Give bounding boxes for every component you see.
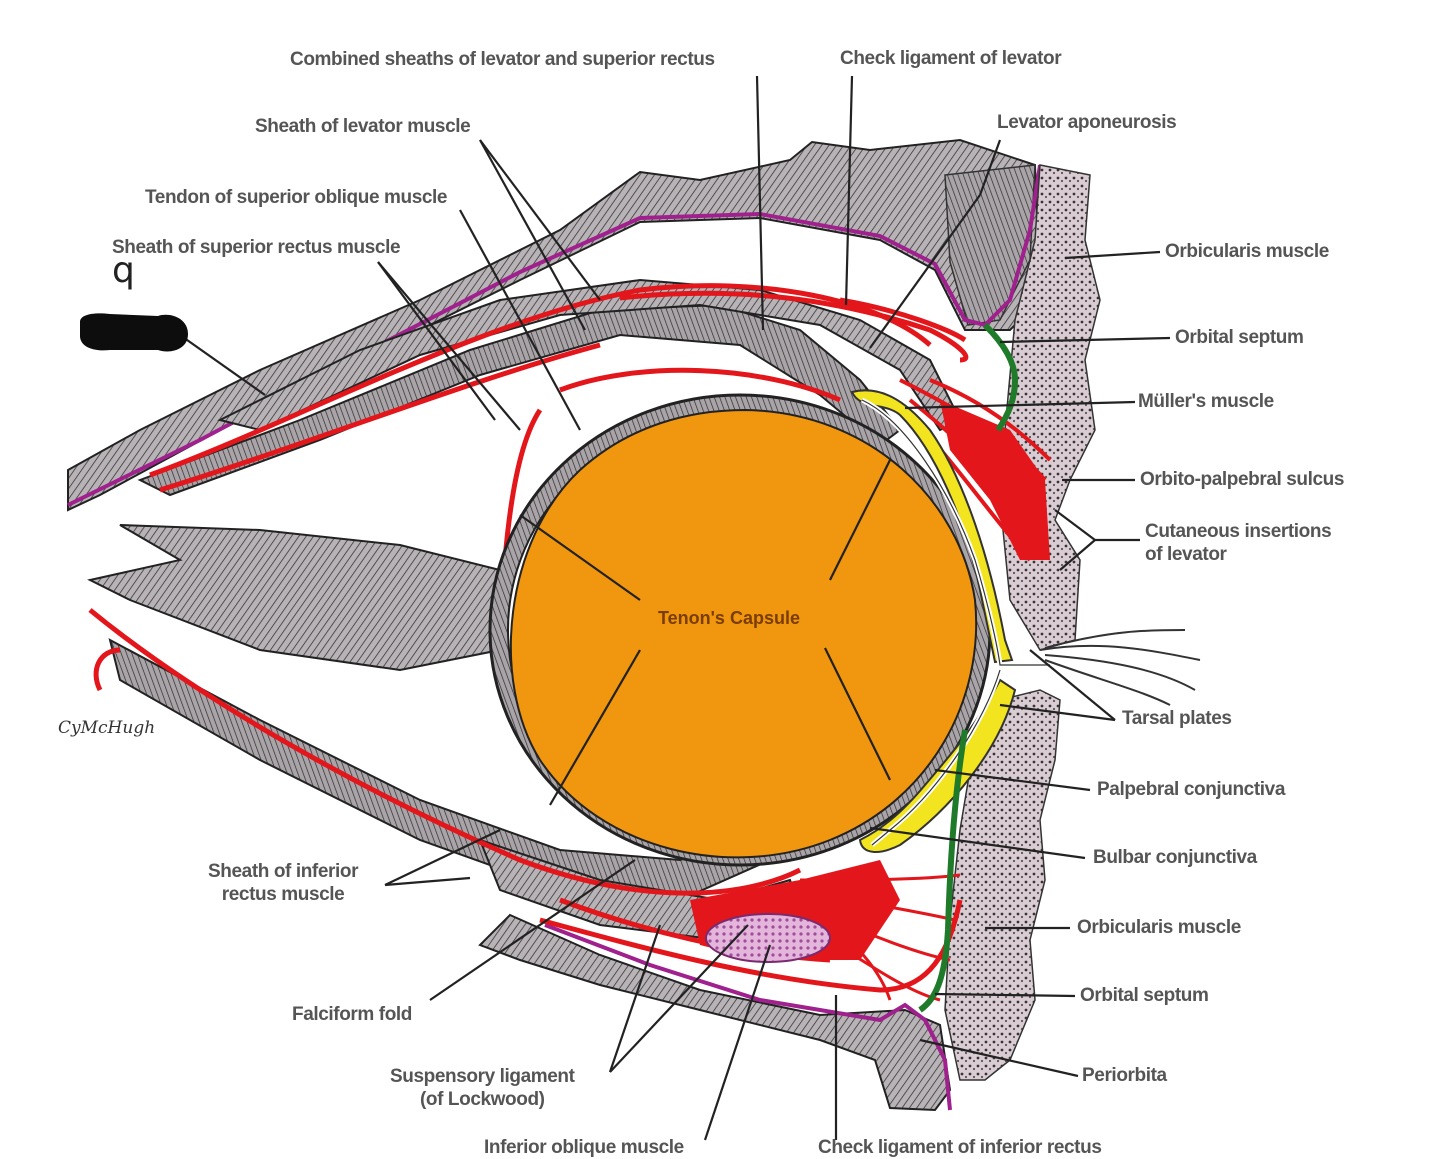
- label-orbicularis-upper: Orbicularis muscle: [1165, 241, 1329, 262]
- label-suspensory-ligament: Suspensory ligament (of Lockwood): [390, 1066, 575, 1110]
- upper-orbital-septum-green: [982, 322, 1019, 432]
- label-bulbar-conjunctiva: Bulbar conjunctiva: [1093, 847, 1257, 868]
- label-tendon-superior-oblique: Tendon of superior oblique muscle: [145, 187, 448, 208]
- redaction-blob: [80, 313, 188, 352]
- label-check-ligament-levator: Check ligament of levator: [840, 48, 1062, 69]
- label-falciform-fold: Falciform fold: [292, 1004, 413, 1025]
- label-orbicularis-lower: Orbicularis muscle: [1077, 917, 1241, 938]
- tenon-sheaths-red: [88, 283, 969, 993]
- label-inferior-oblique: Inferior oblique muscle: [484, 1137, 684, 1158]
- globe-orange: [509, 408, 978, 859]
- label-cutaneous-insertions: Cutaneous insertions of levator: [1145, 521, 1332, 565]
- label-check-ligament-inferior-rectus: Check ligament of inferior rectus: [818, 1137, 1102, 1158]
- label-periorbita: Periorbita: [1082, 1065, 1167, 1086]
- lockwood-ligament-blob: [705, 913, 831, 963]
- lower-periorbita-line: [544, 923, 952, 1111]
- label-orbital-septum-lower: Orbital septum: [1080, 985, 1209, 1006]
- label-combined-sheaths: Combined sheaths of levator and superior…: [290, 49, 715, 70]
- conjunctiva-outline: [861, 399, 1050, 846]
- orbital-floor-bone: [478, 913, 952, 1112]
- handwritten-q-mark: q: [112, 250, 135, 291]
- artist-signature: CyMcHugh: [58, 718, 156, 738]
- lower-orbital-septum-green: [918, 729, 968, 1013]
- label-palpebral-conjunctiva: Palpebral conjunctiva: [1097, 779, 1285, 800]
- eyelashes: [1039, 629, 1201, 706]
- label-sheath-levator: Sheath of levator muscle: [255, 116, 471, 137]
- label-sheath-inferior-rectus: Sheath of inferior rectus muscle: [208, 861, 359, 905]
- lower-lid-skin: [944, 689, 1061, 1081]
- label-orbito-palpebral-sulcus: Orbito-palpebral sulcus: [1140, 469, 1345, 490]
- label-tarsal-plates: Tarsal plates: [1122, 708, 1232, 729]
- label-orbital-septum-upper: Orbital septum: [1175, 327, 1304, 348]
- label-sheath-superior-rectus: Sheath of superior rectus muscle: [112, 237, 401, 258]
- label-levator-aponeurosis: Levator aponeurosis: [997, 112, 1177, 133]
- upper-red-mass: [940, 400, 1050, 560]
- label-tenons-capsule: Tenon's Capsule: [658, 608, 800, 628]
- label-mullers-muscle: Müller's muscle: [1138, 391, 1274, 412]
- leader-lines: [179, 75, 1171, 1141]
- optic-nerve: [87, 524, 501, 672]
